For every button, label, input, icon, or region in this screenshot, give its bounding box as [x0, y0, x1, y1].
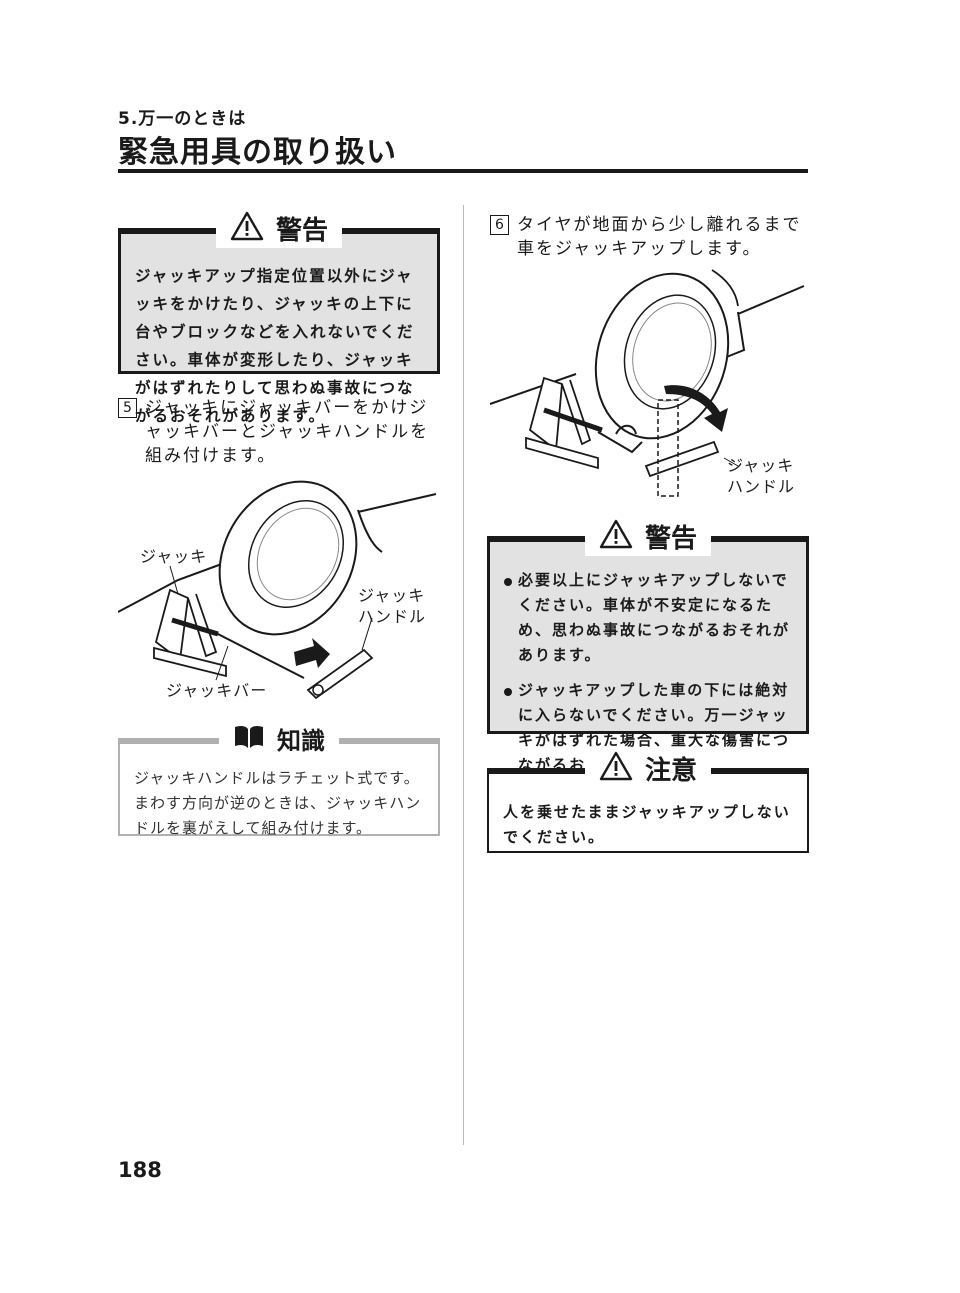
- section-label: 5.万一のときは: [118, 109, 247, 129]
- warning-icon: [230, 211, 264, 245]
- figure-label-handle-line2: ハンドル: [358, 607, 427, 626]
- knowledge-box: 知識 ジャッキハンドルはラチェット式です。まわす方向が逆のときは、ジャッキハンド…: [118, 718, 440, 837]
- warning-label: 警告: [275, 215, 328, 246]
- caution-label: 注意: [644, 755, 697, 786]
- step-text: タイヤが地面から少し離れるまで車をジャッキアップします。: [517, 215, 802, 259]
- knowledge-header: 知識: [120, 718, 438, 758]
- step-text: ジャッキにジャッキバーをかけジャッキバーとジャッキハンドルを組み付けます。: [145, 398, 430, 466]
- warning-box-left: 警告 ジャッキアップ指定位置以外にジャッキをかけたり、ジャッキの上下に台やブロッ…: [118, 208, 440, 425]
- knowledge-label: 知識: [277, 726, 325, 755]
- warning-list: 必要以上にジャッキアップしないでください。車体が不安定になるため、思わぬ事故につ…: [504, 568, 794, 788]
- caution-text: 人を乗せたままジャッキアップしないでください。: [503, 803, 791, 846]
- step-number: 6: [490, 215, 509, 235]
- jack-up-illustration: [489, 269, 805, 497]
- warning-item-text: ジャッキアップした車の下には絶対に入らないでください。万一ジャッキがはずれた場合…: [518, 681, 791, 774]
- step-5: 5 ジャッキにジャッキバーをかけジャッキバーとジャッキハンドルを組み付けます。: [118, 396, 435, 468]
- jack-assembly-illustration: [118, 480, 437, 700]
- warning-header: 警告: [490, 516, 806, 556]
- column-divider: [463, 205, 464, 1145]
- book-icon: [233, 722, 265, 754]
- caution-box: 注意 人を乗せたままジャッキアップしないでください。: [487, 748, 809, 853]
- warning-header: 警告: [121, 208, 437, 248]
- figure-label-jack-bar: ジャッキバー: [166, 681, 268, 700]
- bullet-icon: [504, 578, 512, 586]
- caution-icon: [599, 751, 633, 785]
- warning-list-item: 必要以上にジャッキアップしないでください。車体が不安定になるため、思わぬ事故につ…: [504, 568, 794, 668]
- step-6: 6 タイヤが地面から少し離れるまで車をジャッキアップします。: [490, 213, 807, 261]
- warning-icon: [599, 519, 633, 553]
- figure-label-handle-line1: ジャッキ: [358, 586, 426, 605]
- warning-label: 警告: [644, 523, 697, 554]
- warning-list-item: ジャッキアップした車の下には絶対に入らないでください。万一ジャッキがはずれた場合…: [504, 678, 794, 778]
- title-rule: [118, 169, 808, 173]
- knowledge-text: ジャッキハンドルはラチェット式です。まわす方向が逆のときは、ジャッキハンドルを裏…: [134, 769, 422, 837]
- step-number: 5: [118, 398, 137, 418]
- figure-label-jack: ジャッキ: [140, 547, 208, 566]
- warning-text: ジャッキアップ指定位置以外にジャッキをかけたり、ジャッキの上下に台やブロックなど…: [135, 267, 415, 425]
- bullet-icon: [504, 688, 512, 696]
- page-title: 緊急用具の取り扱い: [118, 135, 397, 170]
- page-number: 188: [118, 1158, 162, 1182]
- figure-label-handle-line2: ハンドル: [727, 477, 796, 496]
- figure-label-handle-line1: ジャッキ: [727, 456, 795, 475]
- warning-box-right: 警告 必要以上にジャッキアップしないでください。車体が不安定になるため、思わぬ事…: [487, 516, 809, 774]
- caution-header: 注意: [489, 748, 807, 788]
- warning-item-text: 必要以上にジャッキアップしないでください。車体が不安定になるため、思わぬ事故につ…: [518, 571, 791, 664]
